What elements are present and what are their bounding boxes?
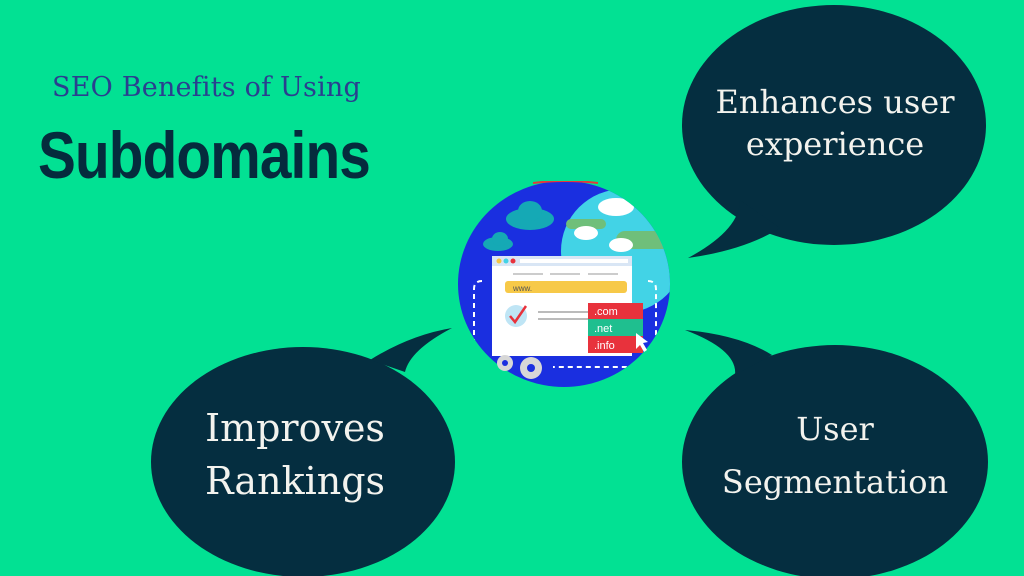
speech-bubble-bottom-left: [151, 328, 455, 576]
bubble-line: Enhances user: [715, 83, 955, 121]
bubble-line: Rankings: [204, 459, 386, 504]
speech-bubble-bottom-right: [682, 330, 988, 576]
cloud-icon: [483, 201, 554, 251]
bubble-line: Improves: [205, 406, 385, 450]
bubble-text-user-segmentation: User Segmentation: [690, 403, 980, 509]
domain-net: .net: [594, 323, 612, 335]
domain-list: .com .net .info: [588, 303, 643, 353]
address-bar-text: www.: [512, 284, 532, 293]
domain-illustration: www. .com .net .info: [458, 181, 670, 387]
subtitle: SEO Benefits of Using: [52, 72, 361, 103]
cursor-icon: [636, 333, 648, 352]
gear-icon: [497, 355, 542, 379]
domain-com: .com: [594, 306, 618, 318]
page-title: Subdomains: [38, 118, 371, 192]
speech-bubble-top-right: [682, 5, 986, 258]
bubble-text-improves-rankings: Improves Rankings: [160, 402, 430, 508]
domain-info: .info: [594, 340, 615, 352]
bubble-line: Segmentation: [721, 462, 949, 501]
bubble-line: experience: [745, 124, 925, 163]
bubble-text-enhances-ux: Enhances user experience: [690, 82, 980, 165]
bubble-line: User: [796, 410, 874, 448]
